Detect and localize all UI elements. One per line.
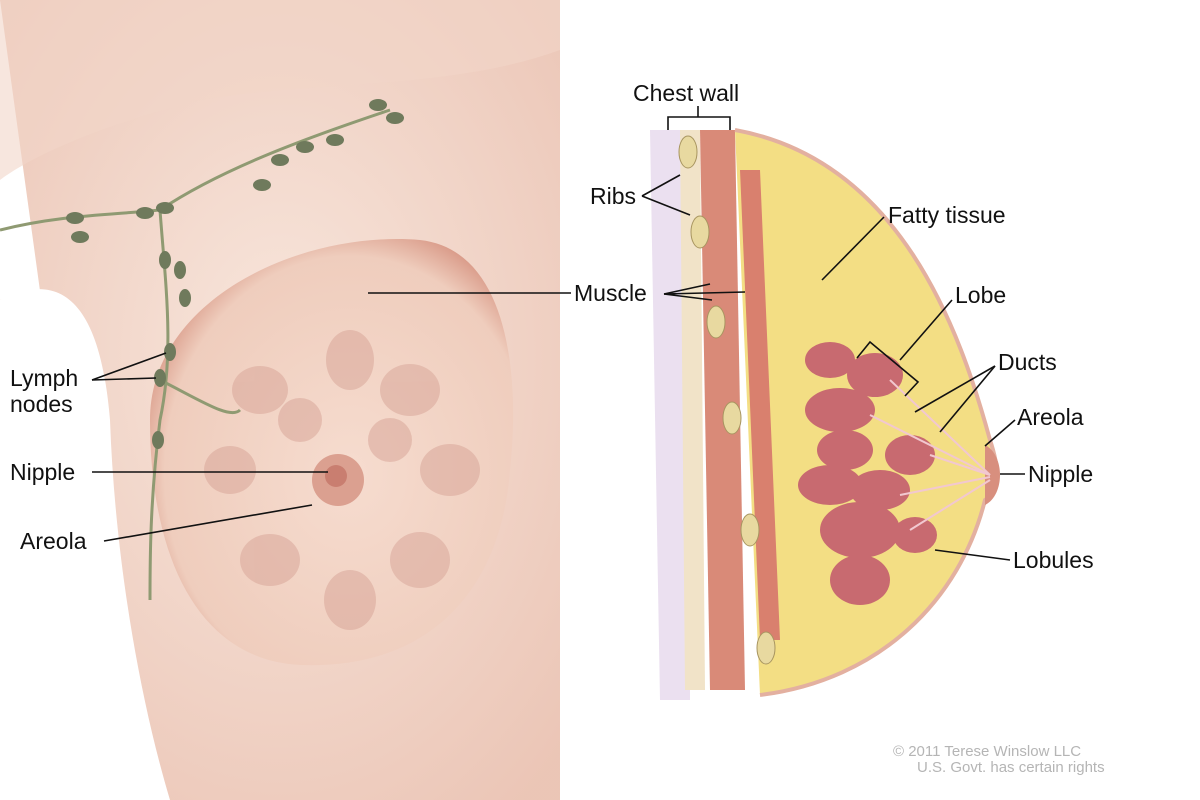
front-view bbox=[0, 0, 560, 800]
label-chest-wall: Chest wall bbox=[633, 80, 740, 106]
label-nipple-right: Nipple bbox=[1028, 461, 1094, 487]
ribs-cross bbox=[678, 135, 776, 665]
lymph-nodes bbox=[66, 99, 404, 449]
label-lobe: Lobe bbox=[955, 282, 1007, 308]
label-ducts: Ducts bbox=[998, 349, 1057, 375]
label-nipple-left: Nipple bbox=[10, 459, 76, 485]
label-fatty-tissue: Fatty tissue bbox=[888, 202, 1006, 228]
label-lobules: Lobules bbox=[1013, 547, 1094, 573]
copyright-line2: U.S. Govt. has certain rights bbox=[917, 759, 1105, 776]
copyright-line1: © 2011 Terese Winslow LLC bbox=[893, 743, 1082, 760]
copyright: © 2011 Terese Winslow LLC U.S. Govt. has… bbox=[893, 744, 1105, 776]
label-lymph-line2: nodes bbox=[10, 391, 73, 417]
label-areola-right: Areola bbox=[1017, 404, 1084, 430]
label-muscle: Muscle bbox=[574, 280, 647, 306]
label-ribs: Ribs bbox=[590, 183, 637, 209]
cross-section bbox=[650, 128, 1000, 700]
lobes-front bbox=[204, 330, 480, 630]
label-lymph-nodes: Lymph nodes bbox=[10, 365, 78, 417]
lobules-cross bbox=[798, 342, 937, 605]
leader-lines bbox=[91, 106, 1025, 561]
ducts-lines bbox=[869, 379, 991, 531]
label-areola-left: Areola bbox=[20, 528, 87, 554]
label-lymph-line1: Lymph bbox=[10, 365, 79, 391]
